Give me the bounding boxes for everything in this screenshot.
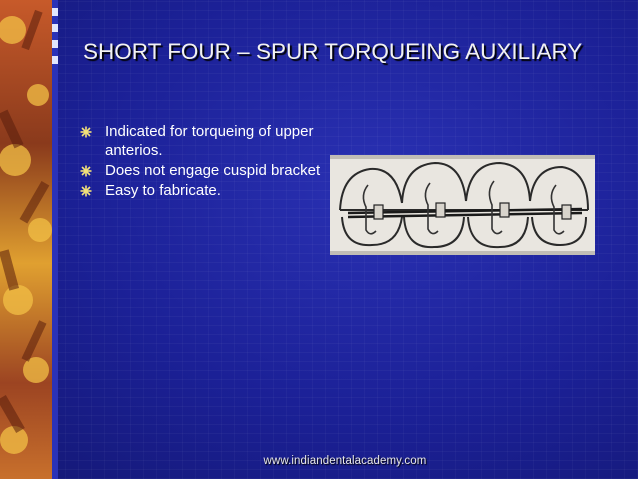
- teeth-auxiliary-image: [330, 155, 595, 255]
- starburst-bullet-icon: [80, 185, 92, 197]
- footer-url: www.indiandentalacademy.com: [263, 455, 427, 467]
- bullet-item: Easy to fabricate.: [80, 181, 330, 200]
- bullet-text: Does not engage cuspid bracket: [105, 162, 321, 179]
- starburst-bullet-icon: [80, 165, 92, 177]
- bullet-list: Indicated for torqueing of upper anterio…: [80, 122, 330, 201]
- starburst-bullet-icon: [80, 126, 92, 138]
- slide-title: SHORT FOUR – SPUR TORQUEING AUXILIARY: [83, 39, 583, 64]
- bullet-item: Indicated for torqueing of upper anterio…: [80, 122, 330, 160]
- bullet-text: Easy to fabricate.: [105, 182, 221, 199]
- bullet-text: Indicated for torqueing of upper anterio…: [105, 123, 314, 159]
- bullet-item: Does not engage cuspid bracket: [80, 161, 330, 180]
- decorative-gear-sidebar: [0, 0, 58, 479]
